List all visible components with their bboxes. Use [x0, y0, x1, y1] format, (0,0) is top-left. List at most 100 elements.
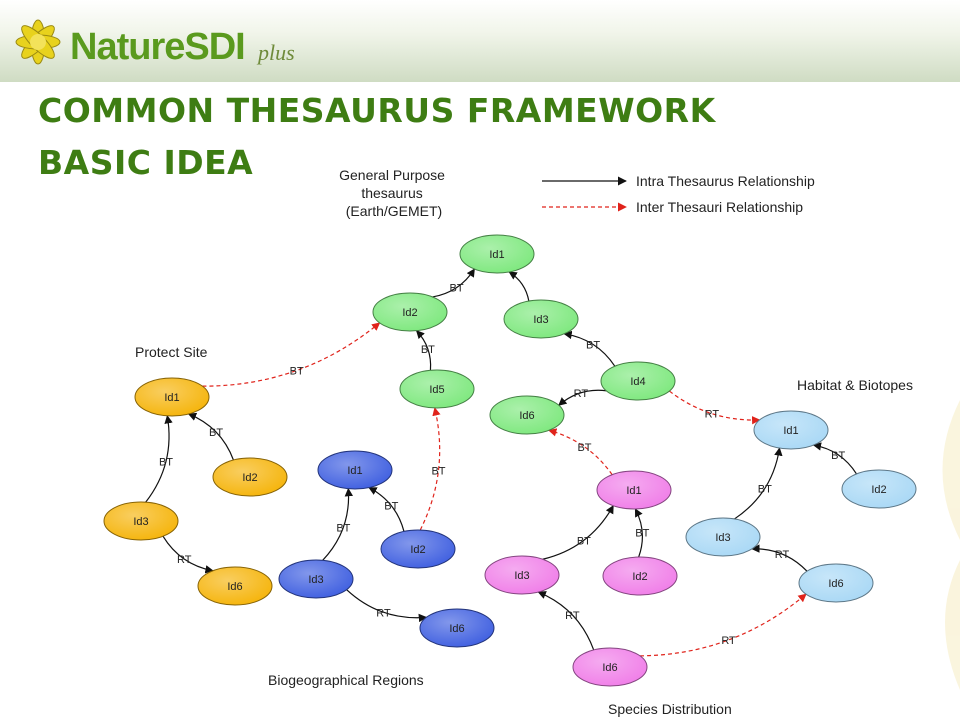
edge-p1-g2	[202, 322, 381, 387]
group-label-species-distribution: Species Distribution	[608, 701, 732, 717]
legend: Intra Thesaurus Relationship Inter Thesa…	[542, 173, 815, 215]
node-ellipse	[103, 501, 179, 541]
edge-label-g2-g1: BT	[450, 283, 464, 295]
node-ellipse	[317, 450, 393, 490]
node-bio-id1: Id1	[317, 450, 393, 490]
node-ellipse	[798, 563, 874, 603]
node-label: Id1	[347, 465, 362, 477]
edge-label-b2-b1: BT	[384, 501, 398, 513]
node-general-id3: Id3	[503, 299, 579, 339]
node-label: Id2	[410, 544, 425, 556]
edge-label-h6-h3: RT	[775, 549, 790, 561]
node-ellipse	[134, 377, 210, 417]
group-label-protect-site: Protect Site	[135, 344, 208, 360]
node-habitat-id3: Id3	[685, 517, 761, 557]
node-label: Id1	[626, 485, 641, 497]
edge-label-s3-s1: BT	[577, 535, 591, 547]
node-ellipse	[685, 517, 761, 557]
edge-b2-g5	[419, 407, 441, 531]
edge-g3-g1	[508, 271, 530, 302]
edge-b3-b1	[322, 487, 354, 561]
edge-label-b3-b1: BT	[336, 522, 350, 534]
node-ellipse	[572, 647, 648, 687]
edge-h3-h1	[734, 447, 783, 520]
node-ellipse	[212, 457, 288, 497]
node-ellipse	[602, 556, 678, 596]
node-label: Id1	[164, 392, 179, 404]
node-ellipse	[484, 555, 560, 595]
edge-g4-g3	[563, 330, 616, 367]
edge-s1-g6	[548, 428, 613, 476]
edge-p2-p1	[187, 412, 234, 461]
node-label: Id3	[514, 570, 529, 582]
node-general-id2: Id2	[372, 292, 448, 332]
slide-title-line-1: COMMON THESAURUS FRAMEWORK	[38, 91, 716, 130]
group-label-general-purpose: General Purpose thesaurus (Earth/GEMET)	[339, 167, 449, 219]
node-protect-id6: Id6	[197, 566, 273, 606]
node-ellipse	[596, 470, 672, 510]
edge-p3-p1	[145, 415, 173, 503]
edge-b2-b1	[368, 487, 405, 532]
logo-brand-text: NatureSDI	[70, 26, 246, 68]
group-label-habitat-biotopes: Habitat & Biotopes	[797, 377, 913, 393]
node-ellipse	[399, 369, 475, 409]
node-ellipse	[753, 410, 829, 450]
node-label: Id5	[429, 384, 444, 396]
edge-label-p3-p6: RT	[177, 554, 192, 566]
node-general-id6: Id6	[489, 395, 565, 435]
edge-h6-h3	[751, 544, 808, 572]
node-species-id3: Id3	[484, 555, 560, 595]
nodes-layer: Id1Id2Id3Id4Id5Id6Id1Id2Id3Id6Id1Id2Id3I…	[103, 234, 917, 687]
node-label: Id6	[227, 581, 242, 593]
node-bio-id3: Id3	[278, 559, 354, 599]
node-species-id6: Id6	[572, 647, 648, 687]
node-protect-id3: Id3	[103, 501, 179, 541]
node-label: Id2	[871, 484, 886, 496]
node-ellipse	[419, 608, 495, 648]
node-general-id5: Id5	[399, 369, 475, 409]
edge-label-p2-p1: BT	[209, 427, 223, 439]
group-labels: General Purpose thesaurus (Earth/GEMET) …	[135, 167, 913, 717]
legend-inter-label: Inter Thesauri Relationship	[636, 199, 803, 215]
node-label: Id2	[242, 472, 257, 484]
edge-g5-g2	[415, 330, 432, 371]
edge-label-s2-s1: BT	[635, 528, 649, 540]
node-label: Id3	[715, 532, 730, 544]
edge-label-g4-h1: RT	[705, 409, 720, 421]
header-banner: NatureSDI plus	[0, 0, 960, 82]
node-protect-id1: Id1	[134, 377, 210, 417]
edge-g2-g1	[432, 268, 475, 298]
node-label: Id2	[402, 307, 417, 319]
edges-layer: BTBTBTRTBTBTRTBTBTRTBTBTRTBTBTRTBTBTBTRT…	[145, 268, 858, 657]
node-protect-id2: Id2	[212, 457, 288, 497]
logo-suffix-text: plus	[258, 40, 295, 65]
node-ellipse	[459, 234, 535, 274]
edge-s6-s3	[537, 591, 595, 651]
node-habitat-id2: Id2	[841, 469, 917, 509]
group-label-biogeographical-regions: Biogeographical Regions	[268, 672, 424, 688]
group-label-general-line-3: (Earth/GEMET)	[346, 203, 442, 219]
node-label: Id1	[783, 425, 798, 437]
node-label: Id6	[519, 410, 534, 422]
edge-label-g4-g6: RT	[574, 388, 589, 400]
right-decoration	[942, 400, 960, 690]
node-label: Id3	[533, 314, 548, 326]
node-label: Id3	[308, 574, 323, 586]
node-general-id4: Id4	[600, 361, 676, 401]
group-label-general-line-1: General Purpose	[339, 167, 445, 183]
edge-g4-g6	[558, 389, 607, 406]
node-habitat-id6: Id6	[798, 563, 874, 603]
legend-intra-label: Intra Thesaurus Relationship	[636, 173, 815, 189]
node-ellipse	[600, 361, 676, 401]
edge-s6-h6	[639, 593, 807, 657]
node-label: Id2	[632, 571, 647, 583]
node-habitat-id1: Id1	[753, 410, 829, 450]
edge-label-g4-g3: BT	[586, 339, 600, 351]
node-bio-id6: Id6	[419, 608, 495, 648]
node-label: Id6	[828, 578, 843, 590]
node-label: Id3	[133, 516, 148, 528]
node-ellipse	[380, 529, 456, 569]
node-ellipse	[197, 566, 273, 606]
node-ellipse	[503, 299, 579, 339]
